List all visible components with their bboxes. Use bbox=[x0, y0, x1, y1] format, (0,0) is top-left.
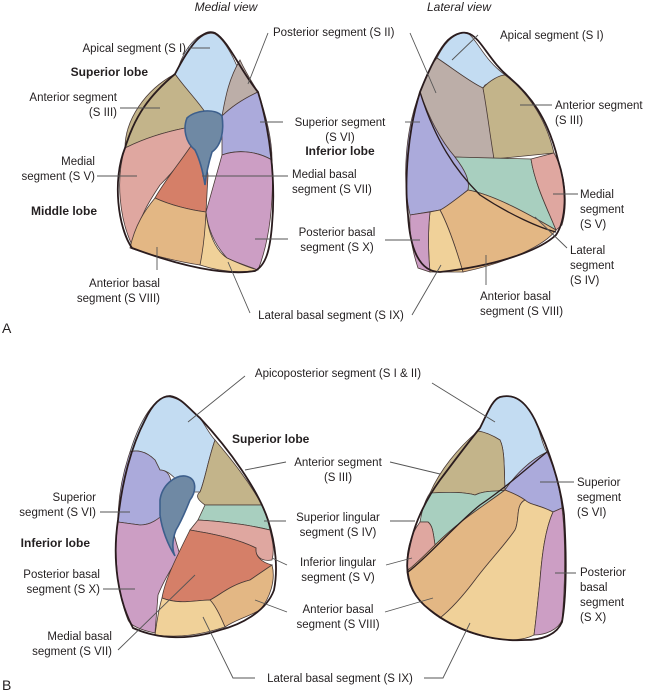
segment-anterior-basal-s8 bbox=[439, 189, 557, 273]
label-medbasal-1: Medial basal bbox=[292, 169, 357, 181]
lung-outline bbox=[114, 395, 277, 639]
label-postbasal-1: Posterior basal bbox=[299, 227, 376, 239]
hilum bbox=[184, 110, 224, 186]
label-medial-lat-3: (S V) bbox=[580, 219, 606, 231]
label-anterior-b-2: (S III) bbox=[324, 472, 352, 484]
label-apical-medial: Apical segment (S I) bbox=[82, 43, 186, 55]
label-posterior: Posterior segment (S II) bbox=[273, 27, 395, 39]
label-superior-seg-1: Superior segment bbox=[295, 117, 387, 129]
view-title-medial: Medial view bbox=[195, 0, 259, 14]
panel-b-labels: Apicoposterior segment (S I & II) Superi… bbox=[2, 368, 626, 693]
label-anterior-lateral-1: Anterior segment bbox=[555, 100, 643, 112]
label-latbasal-b: Lateral basal segment (S IX) bbox=[267, 673, 413, 685]
label-suplingular-1: Superior lingular bbox=[296, 512, 380, 524]
leader-lines bbox=[97, 32, 578, 679]
label-superior-b-lat-2: segment bbox=[577, 492, 622, 504]
segment-posterior-basal-s10 bbox=[533, 507, 566, 636]
label-postbasal-b-lat-3: segment bbox=[580, 597, 625, 609]
label-suplingular-2: segment (S IV) bbox=[300, 527, 377, 539]
label-lateral-seg-1: Lateral bbox=[570, 245, 605, 257]
oblique-fissure bbox=[419, 91, 557, 233]
label-medial-lat-1: Medial bbox=[580, 189, 614, 201]
label-medbasal-2: segment (S VII) bbox=[292, 184, 372, 196]
label-antbasal-lat-2: segment (S VIII) bbox=[480, 306, 563, 318]
label-medial-lat-2: segment bbox=[580, 204, 625, 216]
label-medbasal-b-1: Medial basal bbox=[47, 631, 112, 643]
label-superior-b-lat-3: (S VI) bbox=[577, 507, 607, 519]
segment-anterior-s3 bbox=[429, 430, 506, 496]
label-anterior-medial-1: Anterior segment bbox=[29, 92, 117, 104]
label-anterior-b-1: Anterior segment bbox=[294, 457, 382, 469]
label-postbasal-b-lat-2: basal bbox=[580, 582, 608, 594]
label-anterior-lateral-2: (S III) bbox=[555, 115, 583, 127]
label-middle-lobe: Middle lobe bbox=[31, 204, 97, 218]
label-superior-lobe-b: Superior lobe bbox=[232, 432, 310, 446]
lung-outline bbox=[406, 395, 567, 642]
label-antbasal-b-1: Anterior basal bbox=[303, 604, 374, 616]
label-superior-seg-2: (S VI) bbox=[325, 132, 355, 144]
label-superior-b-medial-2: segment (S VI) bbox=[19, 507, 96, 519]
label-apical-lateral: Apical segment (S I) bbox=[500, 30, 604, 42]
label-postbasal-b-medial-1: Posterior basal bbox=[23, 569, 100, 581]
label-antbasal-medial-2: segment (S VIII) bbox=[77, 293, 160, 305]
label-postbasal-2: segment (S X) bbox=[300, 242, 374, 254]
panel-label-a: A bbox=[2, 320, 12, 336]
label-inferior-lobe-b: Inferior lobe bbox=[21, 536, 91, 550]
label-lateral-seg-2: segment bbox=[570, 260, 615, 272]
lung-outline bbox=[116, 31, 275, 274]
label-antbasal-lat-1: Anterior basal bbox=[480, 291, 551, 303]
label-medial-seg-2: segment (S V) bbox=[22, 171, 96, 183]
label-lateral-seg-3: (S IV) bbox=[570, 275, 600, 287]
label-superior-lobe: Superior lobe bbox=[71, 65, 149, 79]
label-postbasal-b-medial-2: segment (S X) bbox=[27, 584, 101, 596]
label-apicoposterior: Apicoposterior segment (S I & II) bbox=[255, 368, 421, 380]
label-medbasal-b-2: segment (S VII) bbox=[32, 646, 112, 658]
label-antbasal-medial-1: Anterior basal bbox=[89, 278, 160, 290]
label-postbasal-b-lat-4: (S X) bbox=[580, 612, 606, 624]
panel-a-medial-lung bbox=[116, 31, 275, 274]
hilum bbox=[159, 475, 196, 557]
label-inferior-lobe: Inferior lobe bbox=[305, 144, 375, 158]
segment-anterior-s3 bbox=[482, 74, 555, 160]
panel-b-lateral-lung bbox=[406, 395, 567, 642]
panel-a-lateral-lung bbox=[405, 31, 566, 273]
label-anterior-medial-2: (S III) bbox=[89, 107, 117, 119]
segment-medial-s5 bbox=[119, 127, 196, 247]
label-inflingular-2: segment (S V) bbox=[301, 572, 375, 584]
panel-label-b: B bbox=[2, 677, 11, 693]
oblique-fissure bbox=[407, 451, 548, 573]
panel-b-medial-lung bbox=[114, 395, 277, 639]
label-antbasal-b-2: segment (S VIII) bbox=[296, 619, 379, 631]
view-title-lateral: Lateral view bbox=[427, 0, 492, 14]
segment-posterior-basal-s10 bbox=[409, 211, 431, 273]
panel-a-labels: Medial view Lateral view Apical segment … bbox=[2, 0, 643, 336]
label-superior-b-lat-1: Superior bbox=[577, 477, 621, 489]
label-latbasal: Lateral basal segment (S IX) bbox=[258, 310, 404, 322]
label-inflingular-1: Inferior lingular bbox=[300, 557, 376, 569]
label-medial-seg-1: Medial bbox=[61, 156, 95, 168]
label-postbasal-b-lat-1: Posterior bbox=[580, 567, 626, 579]
label-superior-b-medial-1: Superior bbox=[53, 492, 97, 504]
